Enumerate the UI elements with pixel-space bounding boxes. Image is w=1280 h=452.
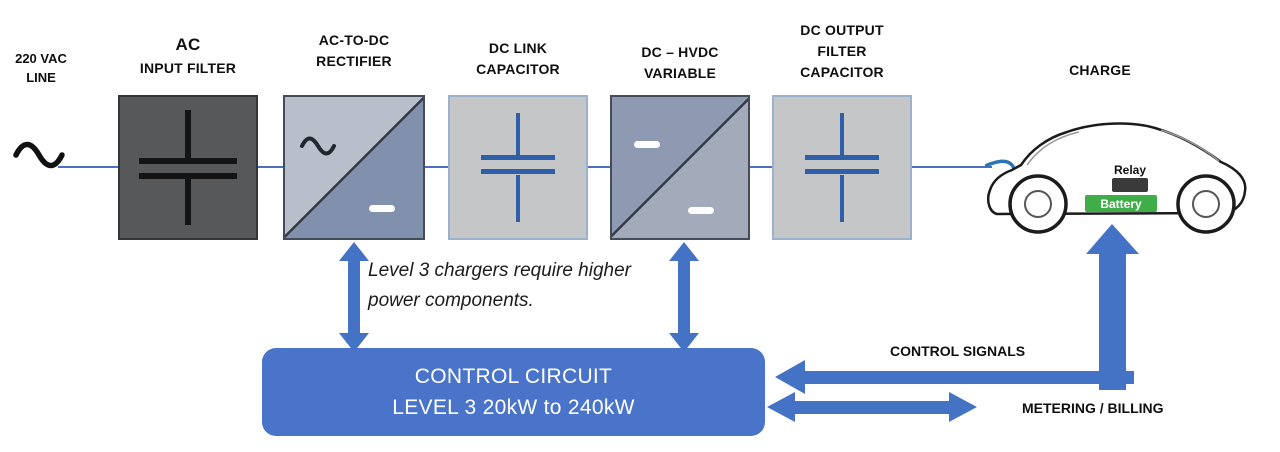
dc-minus-icon (369, 205, 395, 212)
label-line: DC LINK (488, 40, 548, 56)
capacitor-symbol (120, 97, 256, 238)
label-ac-input-filter: AC INPUT FILTER (118, 32, 258, 79)
arrow-hvdc-control (669, 242, 699, 352)
label-line: CAPACITOR (476, 61, 560, 77)
capacitor-lead (840, 174, 844, 223)
ac-sine-icon (13, 141, 65, 169)
label-charge: CHARGE (1030, 60, 1170, 81)
source-label-line2: LINE (26, 69, 56, 85)
capacitor-plate (481, 154, 555, 160)
capacitor-symbol (774, 97, 910, 238)
capacitor-plate (481, 168, 555, 174)
capacitor-lead (185, 109, 191, 158)
label-line: FILTER (817, 43, 867, 59)
battery-box (1085, 195, 1157, 212)
arrow-metering-billing (767, 392, 977, 422)
note-text: Level 3 chargers require higher power co… (368, 256, 631, 317)
source-label: 220 VAC LINE (2, 50, 80, 88)
label-line: CAPACITOR (800, 64, 884, 80)
capacitor-lead (185, 178, 191, 226)
relay-label: Relay (1114, 163, 1146, 177)
block-ac-to-dc-rectifier (283, 95, 425, 240)
capacitor-plate (139, 173, 237, 180)
control-circuit-box: CONTROL CIRCUIT LEVEL 3 20kW to 240kW (262, 348, 765, 436)
note-line1: Level 3 chargers require higher (368, 260, 631, 281)
battery-label: Battery (1100, 197, 1142, 211)
arrow-control-signals (775, 360, 1134, 394)
capacitor-plate (805, 154, 879, 160)
block-dc-link-capacitor (448, 95, 588, 240)
control-signals-label: CONTROL SIGNALS (890, 343, 1026, 359)
capacitor-lead (840, 112, 844, 155)
label-dc-hvdc-variable: DC – HVDC VARIABLE (610, 42, 750, 84)
block-dc-output-filter-capacitor (772, 95, 912, 240)
block-ac-input-filter (118, 95, 258, 240)
label-line: VARIABLE (643, 65, 717, 81)
label-line: RECTIFIER (316, 53, 392, 69)
label-line: INPUT FILTER (139, 59, 237, 76)
block-dc-hvdc-variable (610, 95, 750, 240)
dc-minus-icon (634, 141, 660, 148)
ev-car: Relay Battery (985, 122, 1247, 234)
capacitor-lead (516, 174, 520, 223)
source-label-line1: 220 VAC (15, 51, 67, 66)
label-line: CHARGE (1069, 62, 1131, 78)
label-ac-to-dc-rectifier: AC-TO-DC RECTIFIER (283, 30, 425, 72)
metering-billing-label: METERING / BILLING (1022, 400, 1164, 416)
arrow-rectifier-control (339, 242, 369, 352)
label-line: AC-TO-DC (318, 32, 390, 48)
capacitor-plate (805, 168, 879, 174)
label-line: DC – HVDC (641, 44, 719, 60)
control-circuit-title: CONTROL CIRCUIT (414, 364, 613, 388)
relay-box (1112, 178, 1148, 192)
rear-wheel-hub (1192, 190, 1220, 218)
label-line: DC OUTPUT (800, 22, 884, 38)
car-windshield-line (1026, 131, 1080, 166)
arrow-charge (1086, 224, 1139, 390)
car-rear-window-line (1160, 129, 1220, 162)
note-line2: power components. (368, 290, 534, 312)
label-dc-link-capacitor: DC LINK CAPACITOR (448, 38, 588, 80)
capacitor-symbol (450, 97, 586, 238)
label-dc-output-filter-capacitor: DC OUTPUT FILTER CAPACITOR (772, 20, 912, 83)
front-wheel-hub (1024, 190, 1052, 218)
ac-sine-icon (300, 136, 336, 156)
dc-minus-icon (688, 207, 714, 214)
capacitor-lead (516, 112, 520, 155)
control-circuit-subtitle: LEVEL 3 20kW to 240kW (392, 396, 635, 419)
label-line: AC (175, 35, 201, 54)
capacitor-plate (139, 157, 237, 164)
